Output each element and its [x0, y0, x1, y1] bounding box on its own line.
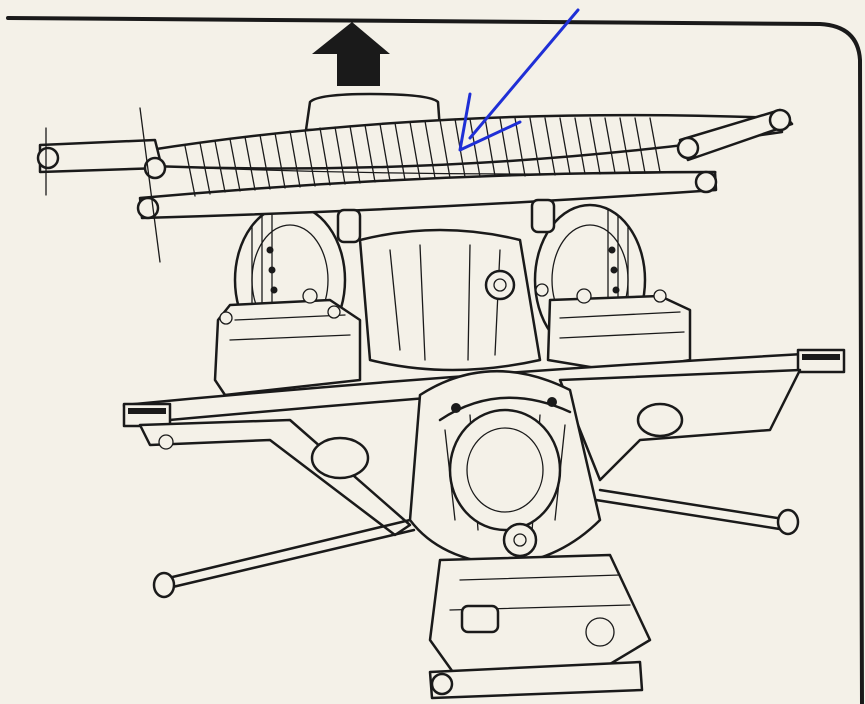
transverse-leaf-spring	[36, 107, 794, 263]
left-hub-carrier	[213, 288, 362, 397]
up-arrow-icon	[312, 22, 390, 86]
pointer-arrow-icon	[458, 8, 580, 152]
gearbox-casing	[408, 369, 602, 567]
page-frame	[6, 16, 864, 704]
differential-housing	[358, 228, 542, 372]
right-wishbone	[558, 368, 802, 536]
gearbox-lower	[428, 553, 652, 700]
right-hub-carrier	[535, 283, 692, 374]
left-wishbone	[138, 418, 416, 599]
